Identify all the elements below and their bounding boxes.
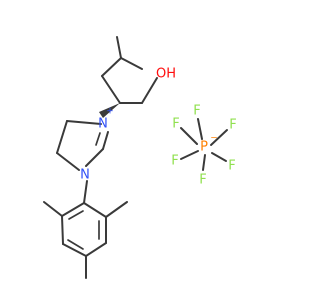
structure-svg: OH N + N P − F F F F F F [43, 36, 237, 279]
ring-double-bond-inner-line [95, 132, 101, 146]
fluorine-label-bottom: F [199, 173, 206, 188]
mesityl-double-bond-3 [68, 210, 84, 220]
bond-methylene-to-chiral-carbon [101, 75, 121, 104]
bond-ch2-to-oxygen [141, 77, 158, 104]
chemical-structure-diagram: OH N + N P − F F F F F F [43, 36, 237, 279]
fluorine-label-top: F [193, 104, 200, 119]
bond-p-to-f-upper-right [210, 129, 228, 146]
fluorine-label-lower-right: F [228, 159, 235, 174]
bond-p-to-f-lower-left [180, 150, 199, 160]
mesityl-double-bond-2 [67, 239, 84, 250]
hydroxyl-label: OH [156, 67, 176, 82]
mesityl-ring-bond-5 [61, 215, 64, 245]
mesityl-methyl-ortho-right [105, 201, 128, 218]
fluorine-label-upper-right: F [229, 118, 236, 133]
bond-methyl-right [120, 57, 143, 70]
mesityl-methyl-ortho-left [43, 201, 63, 217]
bond-ring-saturated-carbons [56, 120, 68, 154]
bond-ring-carbon-to-n [56, 152, 80, 171]
mesityl-ring-bond-3 [85, 242, 107, 257]
bond-methyl-top [116, 36, 122, 59]
imidazolinium-positive-charge: + [106, 107, 114, 117]
bond-ring-ch-to-n-plus [102, 131, 109, 150]
mesityl-ring-bond-4 [62, 243, 87, 257]
bond-n-to-mesityl [83, 180, 88, 204]
bond-p-to-f-top [197, 118, 203, 140]
fluorine-label-lower-left: F [171, 154, 178, 169]
bond-isobutyl-to-methylene [101, 57, 122, 77]
imidazoline-nitrogen-label: N [80, 168, 90, 183]
bond-p-to-f-upper-left [180, 127, 198, 145]
bond-n-to-ring-ch [85, 148, 104, 167]
mesityl-ring-bond-6 [61, 202, 85, 217]
phosphorus-label: P [200, 140, 208, 155]
bond-p-to-f-bottom [202, 154, 206, 171]
fluorine-label-upper-left: F [172, 117, 179, 132]
bond-p-to-f-lower-right [211, 152, 227, 162]
mesityl-ring-bond-1 [83, 202, 107, 218]
imidazolinium-nitrogen-label: N [98, 117, 108, 132]
stereo-wedge-bond [99, 103, 120, 118]
phosphorus-negative-charge: − [210, 134, 218, 144]
bond-n-plus-to-ring-carbon-top [66, 120, 102, 125]
